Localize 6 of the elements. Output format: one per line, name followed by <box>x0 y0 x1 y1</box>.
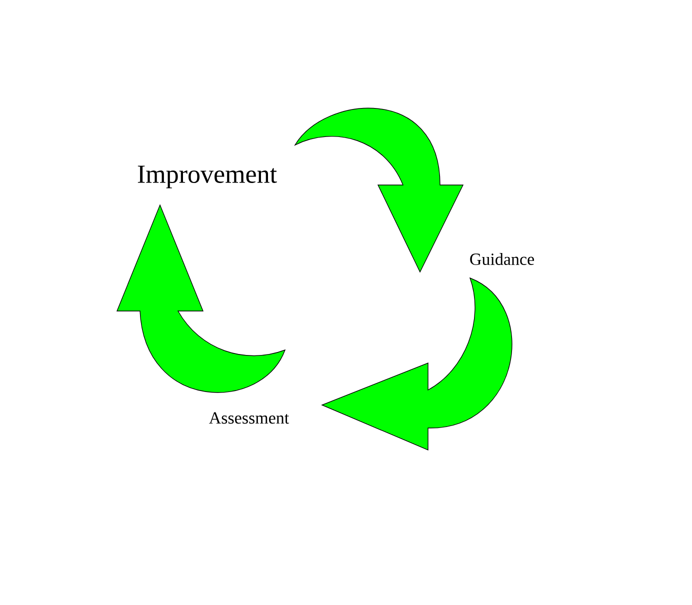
curved-arrow <box>322 278 512 450</box>
node-label: Assessment <box>209 412 290 424</box>
curved-arrow <box>294 108 464 272</box>
node-label: Improvement <box>138 166 277 188</box>
curved-arrow <box>116 204 286 393</box>
node-label: Guidance <box>470 253 534 265</box>
